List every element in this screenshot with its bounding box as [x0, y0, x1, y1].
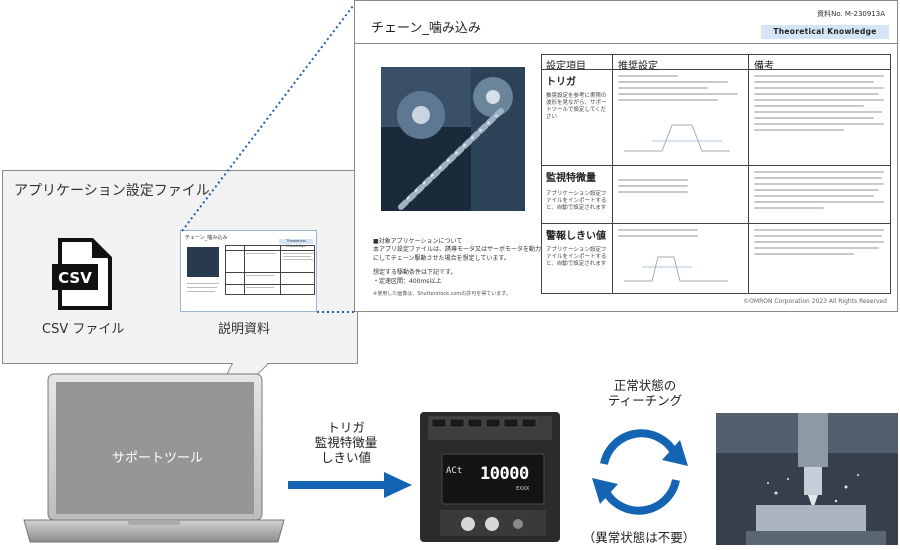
table-header-recommended: 推奨設定: [618, 61, 658, 72]
device-display-unit: EXXX: [516, 486, 530, 492]
row-threshold-name: 警報しきい値: [546, 231, 606, 242]
document-title: チェーン_噛み込み: [371, 21, 481, 36]
settings-table: 設定項目 推奨設定 備考 トリガ 推奨設定を参考に実際の波形を見ながら、サポート…: [541, 54, 891, 294]
row-feature-name: 監視特微量: [546, 173, 596, 184]
teaching-label: 正常状態の ティーチング: [590, 378, 700, 408]
thumbnail-table: [225, 245, 315, 295]
thumbnail-badge: Theoretical Knowledge: [279, 239, 313, 248]
document-page: 資料No. M-230913A チェーン_噛み込み Theoretical Kn…: [354, 0, 898, 312]
document-number: 資料No. M-230913A: [817, 10, 885, 18]
notes-target-body: 本アプリ設定ファイルは、誘導モータ又はサーボモータを動力にしてチェーン駆動させた…: [373, 246, 542, 262]
app-settings-file-title: アプリケーション設定ファイル: [14, 183, 210, 199]
notes-target-heading: ■対象アプリケーションについて: [373, 238, 463, 245]
teaching-line-2: ティーチング: [607, 393, 683, 408]
table-header-remarks: 備考: [754, 61, 774, 72]
row-feature-desc: アプリケーション設定ファイルをインポートすると、自動で設定されます: [546, 191, 607, 211]
settings-arrow-label: トリガ 監視特徴量 しきい値: [306, 420, 386, 465]
condition-monitoring-device: [420, 412, 560, 542]
laptop-illustration: [23, 373, 285, 543]
row-trigger-desc: 推奨設定を参考に実際の波形を見ながら、サポートツールで設定してください: [546, 93, 607, 120]
notes-condition-heading: 想定する駆動条件は下記です。: [373, 269, 457, 277]
csv-file-caption: CSV ファイル: [42, 322, 125, 337]
label-threshold: しきい値: [320, 450, 371, 465]
table-header-item: 設定項目: [546, 61, 586, 72]
document-thumbnail: チェーン_噛み込み Theoretical Knowledge: [180, 230, 317, 312]
document-copyright: ©OMRON Corporation 2023 All Rights Reser…: [743, 298, 887, 305]
csv-icon-text: CSV: [58, 269, 92, 287]
milling-photo: [716, 413, 898, 545]
support-tool-label: サポートツール: [112, 451, 204, 466]
device-display-mode: ACt: [446, 466, 463, 476]
title-rule: [355, 43, 897, 44]
abnormal-not-required-note: （異常状態は不要）: [582, 530, 696, 545]
document-caption: 説明資料: [218, 322, 271, 337]
label-feature: 監視特徴量: [314, 435, 378, 450]
teaching-cycle-arrows: [592, 429, 688, 515]
document-notes: ■対象アプリケーションについて 本アプリ設定ファイルは、誘導モータ又はサーボモー…: [373, 238, 543, 298]
chain-photo: [381, 67, 525, 211]
label-trigger: トリガ: [327, 420, 365, 435]
notes-image-credit: ※使用した画像は、Shutterstock.comの許可を得ています。: [373, 291, 511, 298]
thumbnail-photo: [187, 247, 219, 277]
row-threshold-desc: アプリケーション設定ファイルをインポートすると、自動で設定されます: [546, 247, 607, 267]
document-badge: Theoretical Knowledge: [761, 25, 889, 39]
thumbnail-title: チェーン_噛み込み: [185, 235, 228, 241]
notes-condition-body: ・定速区間：400ms以上: [373, 277, 442, 285]
teaching-line-1: 正常状態の: [613, 378, 677, 393]
csv-file-icon: CSV: [52, 238, 112, 310]
row-trigger-name: トリガ: [546, 77, 576, 88]
device-display-value: 10000: [480, 464, 529, 484]
